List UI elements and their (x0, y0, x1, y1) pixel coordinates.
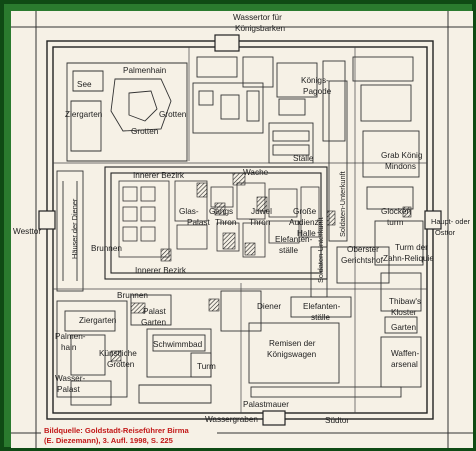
label-soldaten-right: Soldaten-Unterkunft (338, 171, 347, 237)
label-brunnen-low: Brunnen (117, 291, 148, 300)
east-barracks (310, 80, 424, 388)
label-palastmauer: Palastmauer (243, 400, 289, 409)
palace-plan-map: Wassertor für Königsbarken Palmenhain Se… (11, 11, 473, 448)
west-gate (38, 210, 56, 230)
gates (38, 34, 442, 426)
label-innerer-bezirk-top: Innerer Bezirk (133, 171, 185, 180)
label-westtor: Westtor (13, 227, 41, 236)
label-thron-1: Thron (215, 218, 237, 227)
label-waffen-1: Waffen- (391, 349, 419, 358)
north-gate (214, 34, 240, 52)
label-turm: Turm (197, 362, 216, 371)
label-remisen-2: Königswagen (267, 350, 317, 359)
label-schwimmbad: Schwimmbad (153, 340, 203, 349)
label-suedtor: Südtor (325, 416, 349, 425)
label-kuenstliche-1: Künstliche (99, 349, 137, 358)
label-grosse-2: Audienz- (289, 218, 322, 227)
hatched-buildings (110, 172, 412, 362)
south-buildings (56, 290, 402, 406)
label-garten-right: Garten (391, 323, 416, 332)
map-labels: Wassertor für Königsbarken Palmenhain Se… (13, 13, 471, 425)
east-gate (424, 210, 442, 230)
label-grotten-1: Grotten (159, 110, 187, 119)
label-hauptor-1: Haupt- oder (431, 217, 471, 226)
label-oberster-2: Gerichtshof (341, 256, 384, 265)
label-thibaw-1: Thibaw's (389, 297, 421, 306)
label-glocken-1: Glocken (381, 207, 411, 216)
label-elefantenstaelle-low-2: ställe (311, 313, 331, 322)
label-wasser-1: Wasser- (55, 374, 85, 383)
label-grotten-2: Grotten (131, 127, 159, 136)
label-ziergarten-top: Ziergarten (65, 110, 103, 119)
label-staelle-top: Ställe (293, 154, 314, 163)
palace-walls (46, 40, 434, 420)
label-zahnrel-2: Zahn-Reliquie (383, 254, 434, 263)
palace-core (118, 180, 320, 258)
label-grab-2: Mindons (385, 162, 416, 171)
label-innerer-bezirk-bottom: Innerer Bezirk (135, 266, 187, 275)
label-thron-2: Thron (249, 218, 271, 227)
label-grosse-1: Große (293, 207, 317, 216)
label-zahnrel-1: Turm der (395, 243, 428, 252)
label-kuenstliche-2: Grotten (107, 360, 135, 369)
label-palmenhain-top: Palmenhain (123, 66, 167, 75)
servant-houses (56, 170, 84, 292)
label-soldaten-mid: Soldaten-Unterkunft (316, 217, 325, 283)
label-haeuser-diener: Häuser der Diener (70, 198, 79, 259)
label-palmenhain-low-2: hain (61, 343, 77, 352)
label-koenigs-1: Königs- (301, 76, 329, 85)
roads (53, 47, 427, 413)
label-wassertor-1: Wassertor für (233, 13, 282, 22)
caption-line-1: Bildquelle: Goldstadt-Reiseführer Birma (44, 426, 190, 435)
label-glas-2: Palast (187, 218, 210, 227)
label-palast-2: Garten (141, 318, 166, 327)
south-gate (262, 410, 286, 426)
label-elefantenstaelle-low-1: Elefanten- (303, 302, 341, 311)
label-palast-1: Palast (143, 307, 166, 316)
label-koenigs-2: Pagode (303, 87, 332, 96)
label-palmenhain-low-1: Palmen- (55, 332, 86, 341)
source-caption: Bildquelle: Goldstadt-Reiseführer Birma … (41, 424, 217, 446)
label-ziergarten-low: Ziergarten (79, 316, 117, 325)
label-brunnen-mid: Brunnen (91, 244, 122, 253)
map-frame: Wassertor für Königsbarken Palmenhain Se… (4, 4, 473, 448)
label-thibaw-2: Kloster (391, 308, 417, 317)
label-elefanten-2: ställe (279, 246, 299, 255)
label-wache: Wache (243, 168, 269, 177)
label-diener: Diener (257, 302, 281, 311)
label-wasser-2: Palast (57, 385, 80, 394)
label-elefanten-1: Elefanten- (275, 235, 313, 244)
label-wassertor-2: Königsbarken (235, 24, 286, 33)
label-hauptor-2: Osttor (435, 228, 456, 237)
label-oberster-1: Oberster (347, 245, 379, 254)
label-glas-1: Glas- (179, 207, 199, 216)
label-wassergraben: Wassergraben (205, 415, 258, 424)
label-grab-1: Grab König (381, 151, 423, 160)
label-gangs: Gangs (209, 207, 233, 216)
palm-grove-north (66, 62, 188, 162)
label-remisen-1: Remisen der (269, 339, 316, 348)
label-juwel: Juwel (251, 207, 272, 216)
label-glocken-2: turm (387, 218, 404, 227)
map-paper: Wassertor für Königsbarken Palmenhain Se… (11, 11, 473, 448)
caption-line-2: (E. Diezemann), 3. Aufl. 1998, S. 225 (44, 436, 174, 445)
label-see: See (77, 80, 92, 89)
label-grosse-3: Halle (297, 229, 316, 238)
label-waffen-2: arsenal (391, 360, 418, 369)
